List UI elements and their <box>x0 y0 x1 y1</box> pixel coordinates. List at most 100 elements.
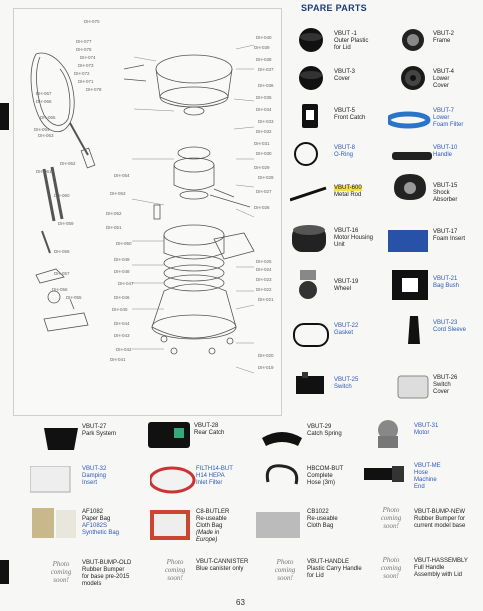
part-description: Foam Insert <box>433 236 466 242</box>
part-photo <box>398 66 444 103</box>
part-code: VBUT-32 <box>82 466 107 472</box>
part-code: CB1022 <box>307 509 329 515</box>
diagram-callout-label: DH-058 <box>54 249 70 254</box>
diagram-callout-label: DH-074 <box>80 55 96 60</box>
part-photo <box>256 510 302 547</box>
page-title: SPARE PARTS <box>301 3 367 13</box>
diagram-callout-label: DH-060 <box>54 193 70 198</box>
diagram-callout-label: DH-078 <box>86 87 102 92</box>
part-code: VBUT-16 <box>334 228 359 234</box>
part-code: VBUT -1 <box>334 31 357 37</box>
part-code: VBUT-29 <box>307 424 332 430</box>
diagram-callout-label: DH-036 <box>258 83 274 88</box>
diagram-callout-label: DH-030 <box>256 151 272 156</box>
diagram-callout-label: DH-044 <box>114 321 130 326</box>
part-photo <box>292 322 338 359</box>
part-code: VBUT-ME <box>414 463 441 469</box>
part-description: Park System <box>82 431 117 437</box>
diagram-callout-label: DH-065 <box>40 115 56 120</box>
part-code: VBUT-28 <box>194 423 219 429</box>
part-photo <box>292 142 338 179</box>
diagram-callout-label: DH-067 <box>36 91 52 96</box>
diagram-callout-label: DH-073 <box>78 63 94 68</box>
part-code: VBUT-8 <box>334 145 356 151</box>
part-photo <box>296 66 342 103</box>
part-photo <box>390 174 436 211</box>
diagram-callout-label: DH-053 <box>110 191 126 196</box>
part-code: VBUT-19 <box>334 279 359 285</box>
page-number: 63 <box>236 598 245 607</box>
part-photo <box>398 28 444 65</box>
diagram-callout-label: DH-072 <box>74 71 90 76</box>
diagram-callout-label: DH-077 <box>76 39 92 44</box>
diagram-callout-label: DH-075 <box>76 47 92 52</box>
part-code: VBUT-25 <box>334 377 359 383</box>
part-code: VBUT-31 <box>414 423 439 429</box>
diagram-callout-label: DH-071 <box>78 79 94 84</box>
part-code: VBUT-5 <box>334 108 356 114</box>
part-photo <box>370 420 416 457</box>
diagram-callout-label: DH-047 <box>118 281 134 286</box>
part-code: VBUT-CANNISTER <box>196 559 249 565</box>
part-photo <box>290 224 336 261</box>
part-photo <box>385 108 434 145</box>
part-description: Cover <box>334 76 351 82</box>
diagram-callout-label: DH-031 <box>254 141 270 146</box>
diagram-callout-label: DH-028 <box>258 175 274 180</box>
part-code: C8-BUTLER <box>196 509 230 515</box>
part-description: Motor <box>414 430 430 436</box>
diagram-callout-label: DH-055 <box>66 295 82 300</box>
diagram-callout-label: DH-033 <box>258 119 274 124</box>
part-description: Bag Bush <box>433 283 460 289</box>
part-photo <box>289 182 336 219</box>
diagram-callout-label: DH-066 <box>36 99 52 104</box>
diagram-callout-label: DH-040 <box>256 35 272 40</box>
part-photo <box>148 422 194 459</box>
diagram-callout-label: DH-064 <box>34 127 50 132</box>
part-code: VBUT-BUMP-NEW <box>414 509 465 515</box>
diagram-callout-label: DH-059 <box>58 221 74 226</box>
diagram-callout-label: DH-062 <box>60 161 76 166</box>
part-photo <box>262 462 308 499</box>
part-photo <box>390 270 436 307</box>
part-code: VBUT-HANDLE <box>307 559 350 565</box>
diagram-callout-label: DH-051 <box>106 225 122 230</box>
diagram-callout-label: DH-054 <box>114 173 130 178</box>
diagram-callout-label: DH-021 <box>258 297 274 302</box>
diagram-callout-label: DH-038 <box>256 57 272 62</box>
page-tab-marker <box>0 560 9 584</box>
part-description: Metal Rod <box>334 192 362 198</box>
part-description: Frame <box>433 38 451 44</box>
diagram-callout-label: DH-056 <box>52 287 68 292</box>
part-code: HBCOM-BUT <box>307 466 344 472</box>
diagram-callout-label: DH-025 <box>256 259 272 264</box>
part-photo <box>148 466 196 503</box>
part-code: VBUT-23 <box>433 320 458 326</box>
diagram-callout-label: DH-027 <box>256 189 272 194</box>
part-photo <box>396 374 442 411</box>
part-photo <box>32 508 78 545</box>
part-code: VBUT-600 <box>334 185 362 191</box>
diagram-callout-label: DH-070 <box>84 19 100 24</box>
part-code: AF1082 <box>82 509 104 515</box>
part-photo <box>296 28 342 65</box>
diagram-callout-label: DH-020 <box>258 353 274 358</box>
diagram-callout-label: DH-052 <box>106 211 122 216</box>
part-description: Catch Spring <box>307 431 342 437</box>
part-code: VBUT-15 <box>433 183 458 189</box>
